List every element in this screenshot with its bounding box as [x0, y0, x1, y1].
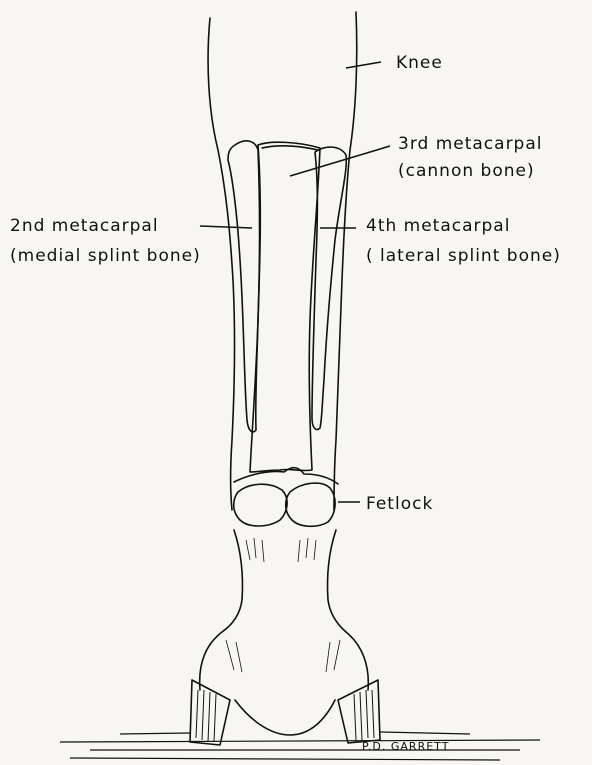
pastern-left	[222, 530, 243, 632]
leader-second-metacarpal	[200, 226, 252, 228]
cannon-bone	[250, 142, 320, 472]
leader-third-metacarpal	[290, 146, 390, 176]
label-second-metacarpal: 2nd metacarpal	[10, 216, 159, 236]
label-fourth-metacarpal: 4th metacarpal	[366, 216, 510, 236]
fetlock-sesamoid-left	[234, 484, 287, 526]
fetlock-sesamoid-right	[286, 483, 335, 526]
hoof-center	[235, 700, 335, 735]
label-cannon-bone: (cannon bone)	[398, 161, 535, 181]
label-fetlock: Fetlock	[366, 494, 433, 514]
label-medial-splint-bone: (medial splint bone)	[10, 246, 201, 266]
leg-outline-left	[208, 18, 234, 510]
artist-signature: P.D. GARRETT	[362, 740, 449, 753]
ground-lines	[60, 732, 540, 760]
leg-outline-right	[334, 12, 357, 510]
cannon-bone-top	[262, 146, 318, 150]
coronet	[200, 632, 369, 690]
leader-knee	[346, 62, 381, 68]
pastern-right	[327, 530, 346, 632]
pastern-hatching	[226, 538, 340, 672]
label-third-metacarpal: 3rd metacarpal	[398, 134, 543, 154]
label-knee: Knee	[396, 53, 443, 73]
label-lateral-splint-bone: ( lateral splint bone)	[366, 246, 561, 266]
